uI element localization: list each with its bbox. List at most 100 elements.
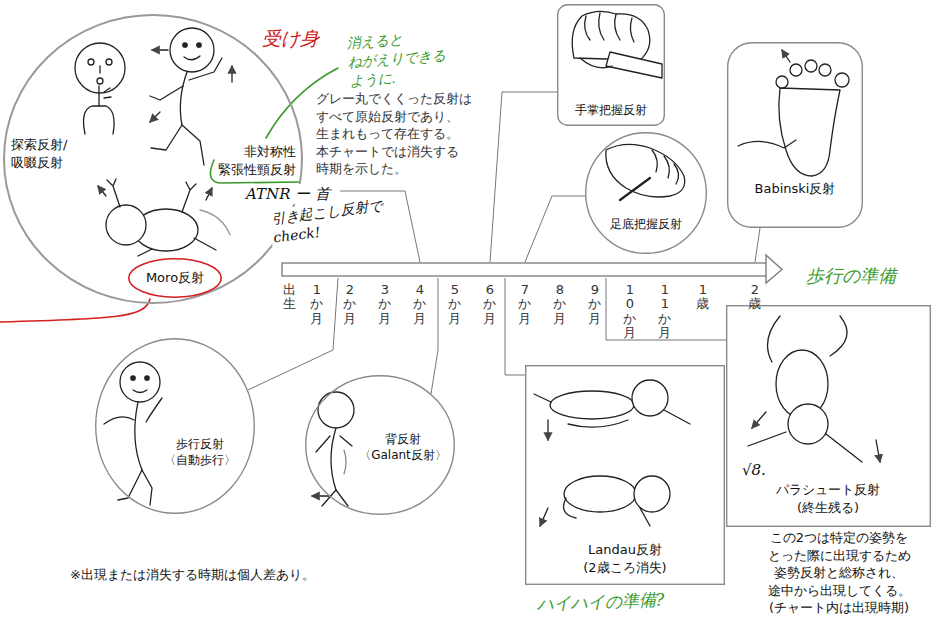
palmar-box: 手掌把握反射 [557,4,665,126]
baby-figure [550,391,634,419]
handwritten-note: ATNR ー 首 [244,184,332,204]
baby-figure [632,380,668,416]
baby-figure [107,179,120,207]
baby-figure [640,508,650,526]
baby-figure [782,50,790,62]
tick-label: 1か月 [309,283,325,326]
baby-figure [779,88,840,176]
leader-line [248,278,338,390]
babinski-box-outline [727,42,863,228]
handwritten-note: ハイハイの準備? [536,589,665,616]
galant-circle-outline [305,375,455,515]
tick-label: 11か月 [657,283,673,340]
baby-figure [547,420,548,440]
baby-figure [231,66,232,82]
baby-figure [634,476,670,512]
baby-figure [184,56,200,60]
plantar-circle: 足底把握反射 [585,132,707,254]
leader-line [490,92,557,262]
landau-box: Landau反射 (2歳ころ消失) [525,365,725,585]
handwritten-note: √8. [742,460,766,480]
baby-figure [120,362,160,402]
baby-figure [331,428,336,490]
baby-figure [98,86,99,106]
stepping-circle: 歩行反射 〈自動歩行〉 [95,338,255,514]
baby-figure [104,417,134,424]
tick-label: 出生 [282,283,298,312]
node-label: 非対称性 緊張性頸反射 [206,143,296,178]
leader-line [606,278,726,340]
moro-circle: Moro反射 [128,258,222,298]
tick-label: 5か月 [447,283,463,326]
baby-figure [580,58,612,68]
baby-figure [790,64,802,76]
node-label: パラシュート反射 (終生残る) [768,481,888,516]
timeline-arrow [282,255,782,283]
baby-figure [564,498,576,518]
baby-figure [568,420,628,427]
baby-figure [805,60,817,72]
galant-circle: 背反射 〈Galant反射〉 [305,375,455,515]
baby-figure [135,402,142,470]
explanation-text: グレー丸でくくった反射は すべて原始反射であり、 生まれもって存在する。 本チャ… [316,90,484,178]
baby-figure [152,49,168,50]
tick-label: 8か月 [552,283,568,326]
baby-figure [776,76,788,88]
plantar-circle-outline [585,132,707,254]
baby-figure [664,410,690,424]
baby-figure [534,394,551,402]
baby-figure [84,106,115,134]
baby-figure [151,125,182,150]
babinski-box: Babinski反射 [727,42,863,228]
baby-figure [146,398,162,422]
leader-line [755,228,760,262]
note-text: この2つは特定の姿勢を とった際に出現するため 姿勢反射と総称され、 途中から出… [748,529,930,617]
baby-figure [206,188,212,200]
node-label: Landau反射 (2歳ころ消失) [565,541,685,576]
baby-figure [620,178,650,200]
annotation-stroke [0,299,150,322]
tick-label: 2か月 [342,283,358,326]
baby-figure [564,476,636,512]
baby-figure [200,210,230,235]
baby-figure [138,249,152,256]
tick-label: 9か月 [587,283,603,326]
parachute-box: パラシュート反射 (終生残る) [726,305,931,527]
baby-figure [540,508,548,526]
baby-figure [835,73,849,87]
tick-label: 6か月 [482,283,498,326]
baby-figure [606,52,662,78]
stepping-circle-outline [95,338,255,514]
annotation-stroke [0,68,338,322]
baby-figure [189,58,222,80]
baby-figure [652,150,679,184]
reflex-group-circle-shape [4,15,302,303]
baby-figure [150,112,160,122]
tick-label: 10か月 [622,283,638,340]
node-label: Babinski反射 [727,180,863,198]
leader-line [431,278,438,394]
leader-line [525,196,585,262]
tick-label: 7か月 [517,283,533,326]
galant-circle-shape [306,376,455,515]
baby-figure [97,78,103,84]
node-label: 手掌把握反射 [557,102,665,118]
baby-figure [104,88,111,98]
plantar-circle-shape [586,133,707,254]
node-label: 背反射 〈Galant反射〉 [357,431,449,463]
baby-figure [142,470,152,505]
baby-figure [197,43,201,47]
baby-figure [344,450,346,474]
baby-figure [748,432,786,446]
footnote: ※出現または消失する時期は個人差あり。 [70,566,315,584]
baby-figure [75,43,125,93]
handwritten-note: 消えると ねがえりできる ように. [346,26,462,90]
baby-figure [826,434,862,462]
node-label: 足底把握反射 [585,216,707,232]
baby-figure [180,72,187,125]
baby-figure [98,186,106,196]
handwritten-note: 受け身 [262,26,319,52]
tick-label: 2歳 [747,283,763,312]
baby-figure [118,470,142,500]
baby-figure [106,59,112,65]
